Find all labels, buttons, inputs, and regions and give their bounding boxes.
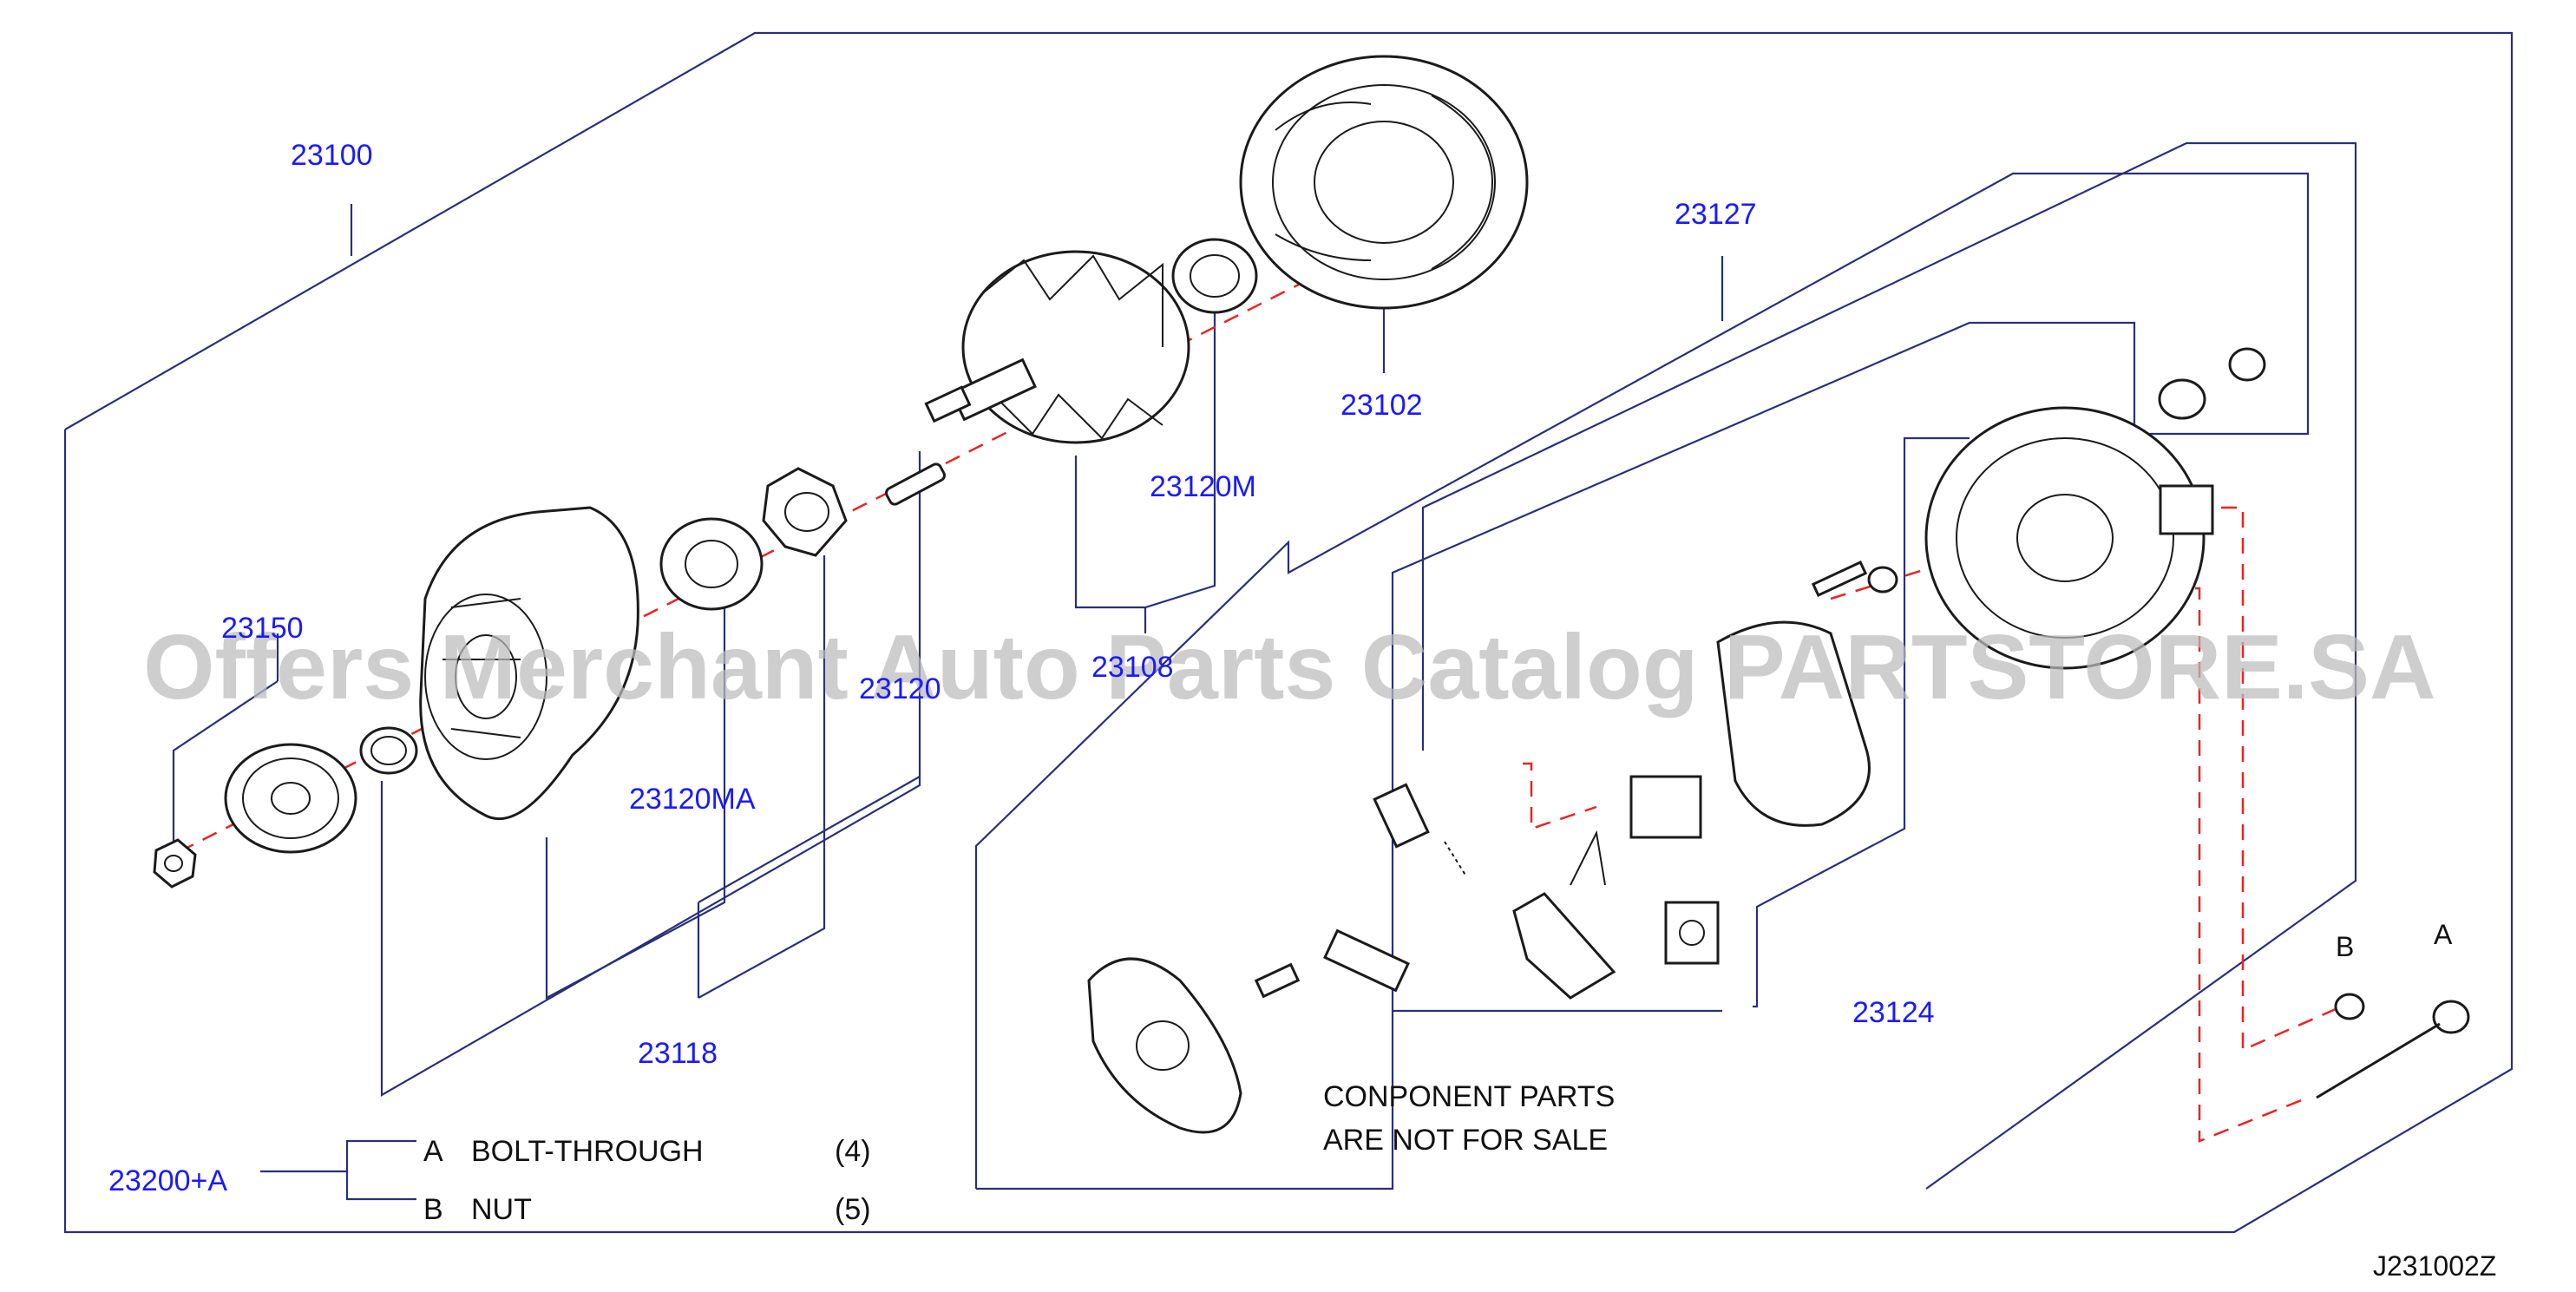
callout-a: A <box>2434 919 2453 950</box>
rectifier-23127 <box>1716 560 1898 827</box>
label-23102[interactable]: 23102 <box>1340 389 1423 422</box>
leader-23124-frame <box>1421 141 2357 1190</box>
regulator <box>1373 775 1720 1000</box>
kit-list: A BOLT-THROUGH (4) B NUT (5) <box>423 1135 871 1226</box>
label-23150[interactable]: 23150 <box>221 612 304 645</box>
label-23108[interactable]: 23108 <box>1091 651 1174 684</box>
nut-pair <box>2158 347 2266 420</box>
bolt-through-A <box>2316 1000 2470 1099</box>
notice-line-1: CONPONENT PARTS <box>1323 1080 1615 1113</box>
bearing-23120MA <box>659 517 764 611</box>
kit-a-name: BOLT-THROUGH <box>471 1135 704 1168</box>
kit-b-qty: (5) <box>835 1193 871 1226</box>
spacer-ring <box>359 726 418 775</box>
notice-line-2: ARE NOT FOR SALE <box>1323 1124 1608 1157</box>
label-23118[interactable]: 23118 <box>638 1037 718 1070</box>
front-housing-23118 <box>419 506 639 821</box>
pulley-nut <box>153 838 197 889</box>
label-23120[interactable]: 23120 <box>859 672 941 705</box>
rotor-23108 <box>924 250 1190 444</box>
rear-cover <box>1924 406 2214 670</box>
end-cover-plate <box>1087 957 1242 1134</box>
label-23120MA[interactable]: 23120MA <box>629 783 756 816</box>
bearing-23120M <box>1171 238 1258 314</box>
kit-a-letter: A <box>423 1135 443 1168</box>
label-23124[interactable]: 23124 <box>1852 996 1935 1029</box>
brush-holder <box>1254 928 1410 999</box>
label-23127[interactable]: 23127 <box>1675 198 1757 231</box>
kit-b-name: NUT <box>471 1193 532 1226</box>
watermark: Offers Merchant Auto Parts Catalog PARTS… <box>143 616 2436 718</box>
rear-housing-23102 <box>1239 55 1529 310</box>
assembly-outline <box>63 31 2514 1234</box>
callout-b: B <box>2336 931 2354 962</box>
label-23100[interactable]: 23100 <box>291 139 373 172</box>
diagram-id: J231002Z <box>2373 1250 2496 1282</box>
pulley-23150 <box>224 743 357 854</box>
kit-a-qty: (4) <box>835 1135 871 1168</box>
label-23200-kit[interactable]: 23200+A <box>108 1164 227 1197</box>
label-23120M[interactable]: 23120M <box>1150 470 1256 503</box>
kit-b-letter: B <box>423 1193 443 1226</box>
bearing-plate-23120 <box>762 462 946 557</box>
leader-23124 <box>1753 436 1970 1008</box>
nut-B <box>2334 993 2365 1020</box>
